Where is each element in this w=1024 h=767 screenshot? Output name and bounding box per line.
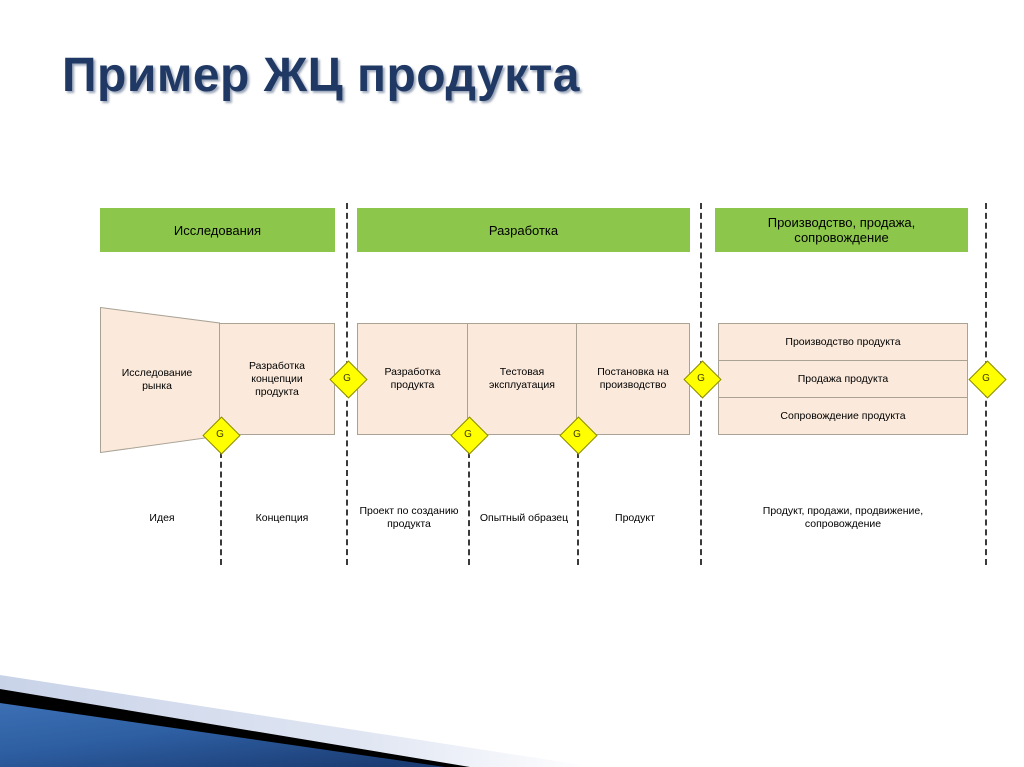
deliverable-label-project-line1: Проект по созданию [359, 505, 459, 517]
gate-3[interactable]: G [449, 415, 489, 455]
activity-label-concept-dev-line2: концепции [251, 372, 303, 385]
activity-label-product-dev-line1: Разработка [384, 366, 441, 378]
activity-production-setup: Постановка на производство [577, 323, 690, 435]
deliverable-label-prototype: Опытный образец [479, 512, 569, 524]
activity-label-market-research-line1: Исследование [121, 367, 193, 379]
phase-label-production-line2: сопровождение [794, 230, 889, 245]
deliverable-product: Продукт [580, 512, 690, 525]
activity-label-market-research-line2: рынка [142, 380, 172, 392]
activity-label-production-setup-line2: производство [599, 379, 667, 391]
activity-label-concept-dev-line1: Разработка [249, 359, 305, 372]
activity-product-sale: Продажа продукта [718, 361, 968, 398]
theme-decoration [0, 617, 1024, 767]
activity-test-operation: Тестовая эксплуатация [468, 323, 577, 435]
gate-5[interactable]: G [682, 359, 722, 399]
gate-stub-3 [468, 452, 470, 565]
gate-label-3: G [464, 428, 472, 440]
activity-product-development: Разработка продукта [357, 323, 468, 435]
deliverable-label-final-line2: сопровождение [804, 518, 882, 530]
phase-label-development: Разработка [488, 222, 559, 238]
phase-label-research: Исследования [173, 222, 262, 238]
gate-stub-1 [220, 452, 222, 565]
deliverable-label-final-line1: Продукт, продажи, продвижение, [762, 505, 924, 517]
phase-bar-development: Разработка [357, 208, 690, 252]
activity-label-product-support: Сопровождение продукта [780, 409, 906, 422]
deliverable-project: Проект по созданию продукта [352, 505, 466, 531]
deliverable-label-idea: Идея [149, 512, 175, 524]
deliverable-label-concept: Концепция [255, 512, 309, 524]
gate-label-1: G [216, 428, 224, 440]
deliverable-label-project-line2: продукта [387, 518, 431, 530]
page-title: Пример ЖЦ продукта [62, 49, 580, 102]
deliverable-concept: Концепция [228, 512, 336, 525]
deliverable-final: Продукт, продажи, продвижение, сопровожд… [714, 505, 972, 531]
gate-label-5: G [697, 372, 705, 384]
gate-6[interactable]: G [967, 359, 1007, 399]
gate-label-6: G [982, 372, 990, 384]
activity-product-support: Сопровождение продукта [718, 398, 968, 435]
deliverable-prototype: Опытный образец [471, 512, 577, 525]
activity-label-product-manufacture: Производство продукта [785, 335, 901, 348]
gate-4[interactable]: G [558, 415, 598, 455]
phase-bar-research: Исследования [100, 208, 335, 252]
activity-label-concept-dev-line3: продукта [255, 385, 299, 398]
activity-label-product-dev-line2: продукта [390, 379, 435, 391]
gate-label-2: G [343, 372, 351, 384]
phase-bar-production: Производство, продажа, сопровождение [715, 208, 968, 252]
activity-concept-development: Разработка концепции продукта [219, 323, 335, 435]
gate-stub-4 [577, 452, 579, 565]
gate-2[interactable]: G [328, 359, 368, 399]
deliverable-idea: Идея [108, 512, 216, 525]
activity-label-test-operation-line2: эксплуатация [489, 379, 555, 391]
gate-1[interactable]: G [201, 415, 241, 455]
activity-label-test-operation-line1: Тестовая [499, 366, 545, 378]
activity-market-research: Исследование рынка [100, 307, 220, 453]
gate-label-4: G [573, 428, 581, 440]
activity-label-production-setup-line1: Постановка на [597, 366, 669, 378]
activity-product-manufacture: Производство продукта [718, 323, 968, 361]
deliverable-label-product: Продукт [615, 512, 655, 524]
activity-label-product-sale: Продажа продукта [797, 372, 889, 385]
phase-label-production-line1: Производство, продажа, [767, 215, 916, 230]
